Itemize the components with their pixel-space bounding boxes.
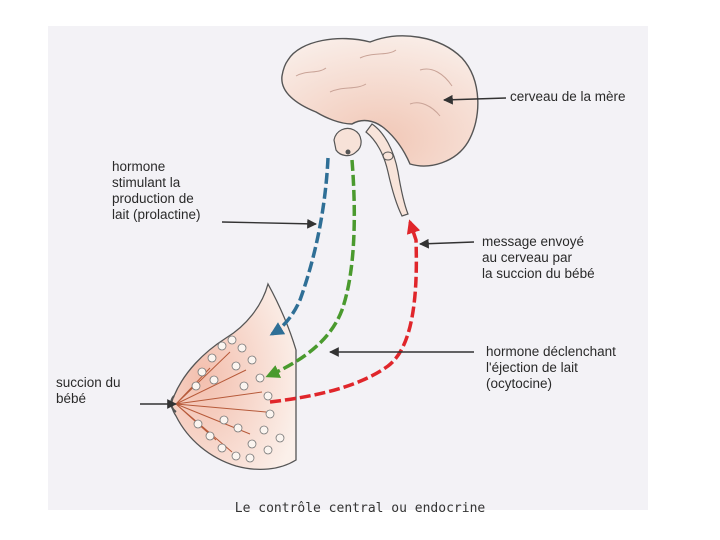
prolactin-label: hormone stimulant la production de lait … (112, 159, 201, 222)
oxytocin-arrow (265, 159, 357, 378)
oxytocin-label: hormone déclenchant l'éjection de lait (… (486, 344, 616, 391)
breast-illustration (170, 282, 297, 471)
brain-illustration (281, 35, 479, 217)
prolactin-arrow (269, 157, 330, 336)
caption: Le contrôle central ou endocrine (234, 501, 486, 516)
leader-lines (140, 94, 507, 409)
message-arrow (269, 219, 421, 404)
brain-label: cerveau de la mère (510, 89, 626, 104)
suckling-label: succion du bébé (56, 375, 121, 406)
message-label: message envoyé au cerveau par la succion… (482, 234, 595, 281)
